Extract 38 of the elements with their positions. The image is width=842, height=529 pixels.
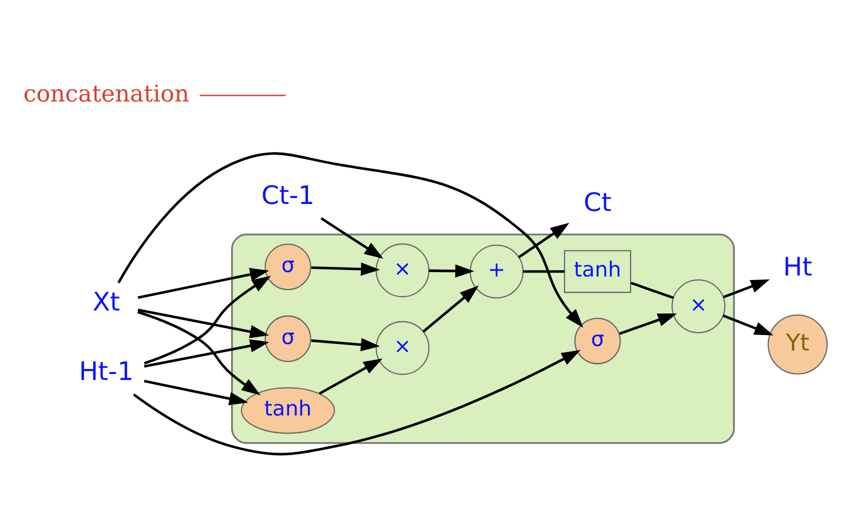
arrow [138,268,270,299]
arrow [318,358,383,395]
arrow [722,314,774,336]
node-circle: Yt [768,314,828,375]
connector [523,270,564,273]
node-text: Ct-1 [261,180,315,211]
node-text: Ct [584,188,612,218]
node-text: Ht [783,252,812,283]
arrow [137,310,261,396]
cluster [231,234,735,444]
node-circle: σ [264,315,312,362]
node-text: Xt [92,287,120,318]
arrow [311,338,380,352]
node-circle: × [376,243,430,298]
connector [630,282,674,300]
arrow [144,339,270,368]
arrow [518,222,570,258]
node-circle: σ [264,244,312,290]
node-circle: × [376,321,430,375]
arrow [117,152,584,328]
node-box: tanh [564,250,632,293]
arrow [320,217,384,259]
arrow [311,262,380,276]
arrow [133,350,581,456]
node-text: Ht-1 [79,356,134,387]
node-circle: σ [574,318,621,364]
arrow [422,286,479,333]
node-ellipse: tanh [240,387,335,434]
node-circle: × [672,279,726,334]
arrow [144,380,248,406]
connector [200,94,286,96]
arrow [144,276,271,365]
arrow [619,313,677,335]
node-circle: + [470,244,524,298]
node-text: concatenation [23,81,190,108]
arrow [428,264,474,278]
arrow [138,308,270,338]
arrow [723,279,770,298]
